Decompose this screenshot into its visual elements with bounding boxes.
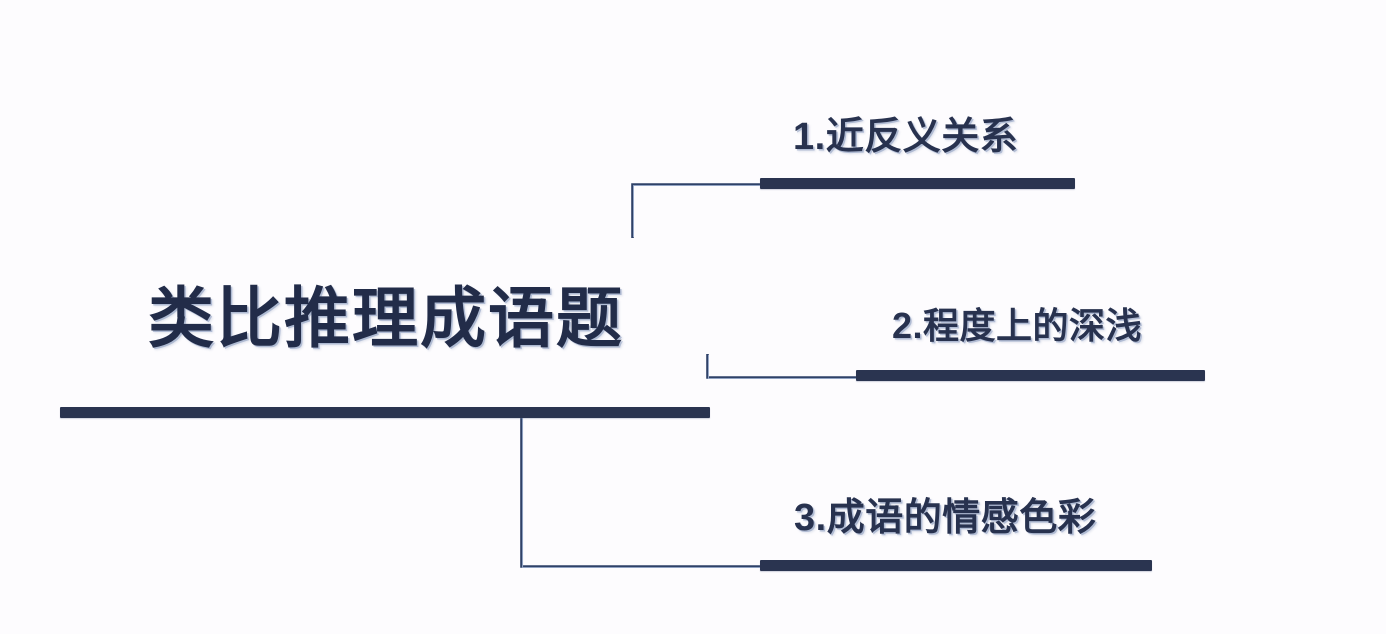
branch-underline-bar-1 (760, 178, 1075, 189)
branch-underline-bar-2 (856, 370, 1205, 381)
root-node-title: 类比推理成语题 (148, 281, 624, 355)
connector-branch-2 (706, 354, 858, 380)
connector-branch-3 (520, 416, 762, 569)
root-underline-bar (60, 407, 710, 418)
branch-label-3: 3.成语的情感色彩 (794, 497, 1097, 539)
branch-label-2: 2.程度上的深浅 (892, 305, 1143, 346)
branch-underline-bar-3 (760, 560, 1152, 571)
connector-branch-1 (631, 183, 762, 238)
branch-label-1: 1.近反义关系 (793, 116, 1019, 158)
